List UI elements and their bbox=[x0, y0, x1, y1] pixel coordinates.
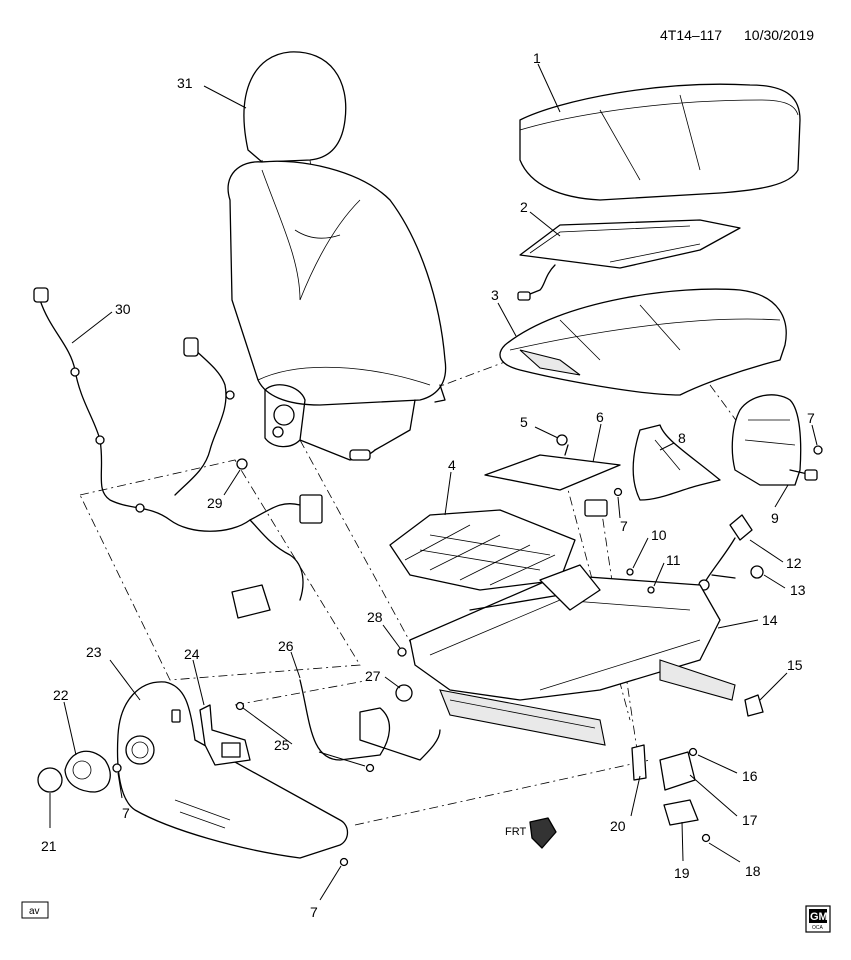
callout-7-sensor: 7 bbox=[620, 518, 628, 534]
callout-31: 31 bbox=[177, 75, 193, 91]
gm-logo-label: GM bbox=[810, 911, 828, 923]
recliner-knob bbox=[37, 750, 111, 793]
seat-heater-pad bbox=[517, 219, 741, 301]
seat-adjuster-rod bbox=[299, 679, 441, 761]
callout-8: 8 bbox=[678, 430, 686, 446]
callout-18: 18 bbox=[745, 863, 761, 879]
callout-16: 16 bbox=[742, 768, 758, 784]
track-clip bbox=[744, 694, 764, 717]
fasteners bbox=[112, 445, 823, 867]
seat-adjuster-switch bbox=[199, 704, 251, 766]
callout-4: 4 bbox=[448, 457, 456, 473]
callout-25: 25 bbox=[274, 737, 290, 753]
callout-13: 13 bbox=[790, 582, 806, 598]
callout-14: 14 bbox=[762, 612, 778, 628]
seat-side-trim bbox=[632, 424, 721, 501]
front-label: FRT bbox=[505, 826, 526, 838]
lower-brackets bbox=[631, 744, 699, 826]
wiring-harness bbox=[33, 287, 323, 619]
callout-22: 22 bbox=[53, 687, 69, 703]
callout-6: 6 bbox=[596, 409, 604, 425]
callout-28: 28 bbox=[367, 609, 383, 625]
diagram-date: 10/30/2019 bbox=[744, 27, 814, 43]
callout-21: 21 bbox=[41, 838, 57, 854]
seat-outer-shield bbox=[731, 394, 818, 486]
view-badge-label: av bbox=[29, 906, 40, 917]
callout-labels: 1 2 3 4 5 6 7 8 9 7 10 11 12 13 14 15 16… bbox=[41, 50, 815, 920]
callout-23: 23 bbox=[86, 644, 102, 660]
occupant-sensor-pad bbox=[484, 434, 621, 517]
callout-1: 1 bbox=[533, 50, 541, 66]
seat-cushion-pad bbox=[499, 288, 787, 396]
seat-cushion-cover bbox=[519, 83, 801, 201]
callout-12: 12 bbox=[786, 555, 802, 571]
diagram-code: 4T14–117 bbox=[660, 27, 722, 43]
view-badge: av bbox=[21, 901, 49, 919]
callout-7-bottom: 7 bbox=[310, 904, 318, 920]
callout-7-shield: 7 bbox=[807, 410, 815, 426]
callout-10: 10 bbox=[651, 527, 667, 543]
callout-24: 24 bbox=[184, 646, 200, 662]
seat-frame bbox=[409, 564, 736, 746]
front-direction-indicator: FRT bbox=[505, 817, 557, 849]
seat-belt-buckle bbox=[698, 514, 753, 591]
callout-3: 3 bbox=[491, 287, 499, 303]
callout-11: 11 bbox=[666, 552, 681, 568]
gm-logo-sub: OCA bbox=[812, 925, 824, 931]
seat-suspension-mat bbox=[389, 509, 576, 591]
callout-27: 27 bbox=[365, 668, 381, 684]
gm-logo: GM OCA bbox=[805, 905, 831, 933]
callout-2: 2 bbox=[520, 199, 528, 215]
callout-19: 19 bbox=[674, 865, 690, 881]
callout-30: 30 bbox=[115, 301, 131, 317]
callout-26: 26 bbox=[278, 638, 294, 654]
leader-lines bbox=[49, 63, 818, 901]
seat-side-shield bbox=[116, 681, 349, 859]
callout-7-side: 7 bbox=[122, 805, 130, 821]
callout-17: 17 bbox=[742, 812, 758, 828]
callout-29: 29 bbox=[207, 495, 223, 511]
seat-back-assembly bbox=[227, 51, 447, 461]
callout-5: 5 bbox=[520, 414, 528, 430]
callout-9: 9 bbox=[771, 510, 779, 526]
callout-15: 15 bbox=[787, 657, 803, 673]
callout-20: 20 bbox=[610, 818, 626, 834]
